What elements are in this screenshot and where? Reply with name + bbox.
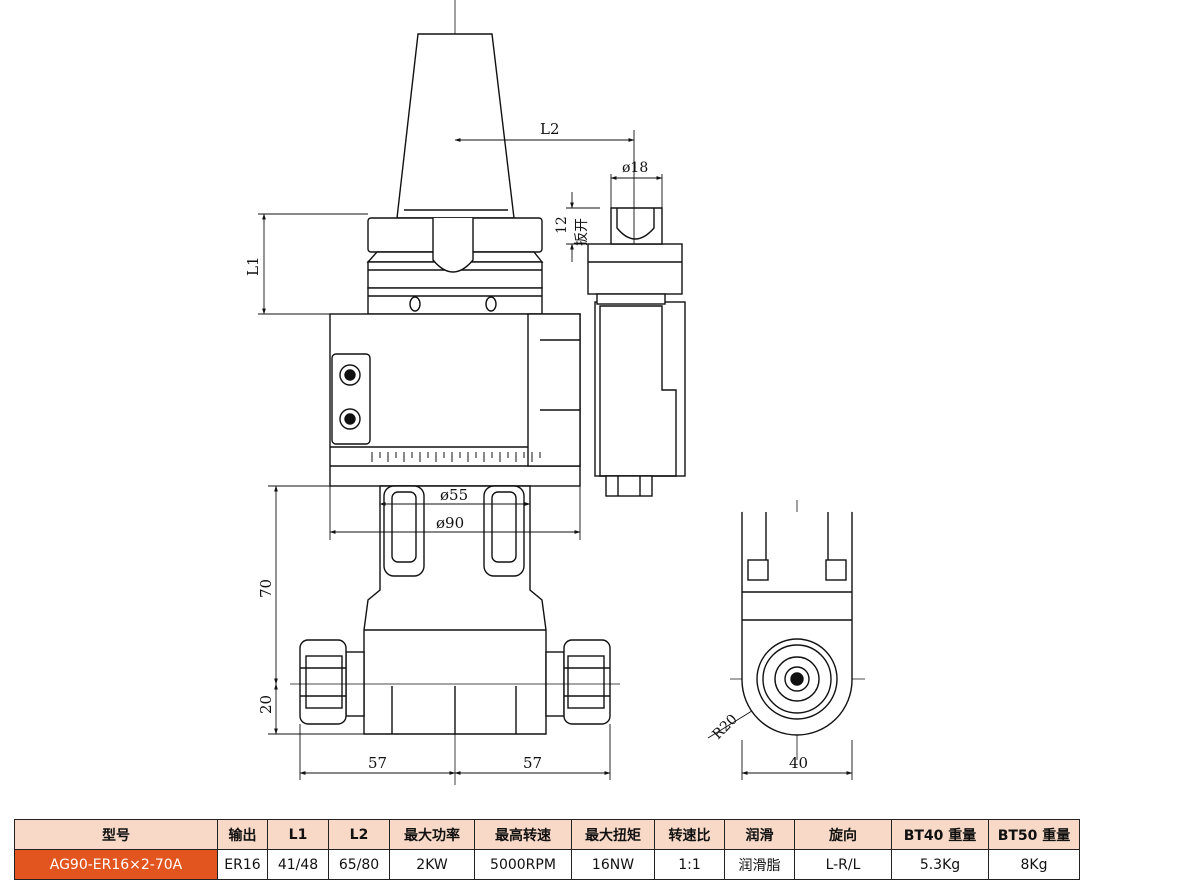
dim-d55-label: ø55 xyxy=(440,486,468,504)
cell-l1: 41/48 xyxy=(267,849,329,880)
dim-d18-label: ø18 xyxy=(622,160,648,176)
header-bt40-weight: BT40 重量 xyxy=(891,819,989,850)
spec-data-row: AG90-ER16×2-70A ER16 41/48 65/80 2KW 500… xyxy=(14,849,1080,880)
dim-70-label: 70 xyxy=(257,579,275,598)
cell-speed-ratio: 1:1 xyxy=(654,849,725,880)
header-max-speed: 最高转速 xyxy=(474,819,572,850)
side-view xyxy=(730,500,865,760)
header-output: 输出 xyxy=(217,819,268,850)
header-lubrication: 润滑 xyxy=(724,819,795,850)
header-l2: L2 xyxy=(328,819,390,850)
front-view xyxy=(290,0,686,785)
dim-r20-label: R20 xyxy=(710,711,741,742)
dim-l2-label: L2 xyxy=(540,120,560,138)
wrench-flat-label: 扳开 xyxy=(574,218,590,246)
cell-model: AG90-ER16×2-70A xyxy=(14,849,218,880)
dim-d90-label: ø90 xyxy=(436,514,464,532)
dim-40-label: 40 xyxy=(789,754,808,772)
cell-bt50-weight: 8Kg xyxy=(988,849,1080,880)
header-rotation: 旋向 xyxy=(794,819,892,850)
header-max-torque: 最大扭矩 xyxy=(571,819,655,850)
dim-57-left-label: 57 xyxy=(368,754,387,772)
cell-lubrication: 润滑脂 xyxy=(724,849,795,880)
header-model: 型号 xyxy=(14,819,218,850)
dim-l1-label: L1 xyxy=(244,256,262,276)
spec-header-row: 型号 输出 L1 L2 最大功率 最高转速 最大扭矩 转速比 润滑 旋向 BT4… xyxy=(14,819,1080,850)
technical-drawing: L2 L1 ø18 12 扳开 ø55 ø90 70 20 57 57 40 R… xyxy=(244,0,865,785)
dim-20-label: 20 xyxy=(257,695,275,714)
dim-57-right-label: 57 xyxy=(523,754,542,772)
dimension-lines xyxy=(258,130,853,780)
header-max-power: 最大功率 xyxy=(389,819,475,850)
cell-l2: 65/80 xyxy=(328,849,390,880)
dim-12-label: 12 xyxy=(554,216,570,234)
header-bt50-weight: BT50 重量 xyxy=(988,819,1080,850)
cell-max-torque: 16NW xyxy=(571,849,655,880)
scale-ticks xyxy=(371,452,541,462)
cell-output: ER16 xyxy=(217,849,268,880)
header-speed-ratio: 转速比 xyxy=(654,819,725,850)
spec-table: 型号 输出 L1 L2 最大功率 最高转速 最大扭矩 转速比 润滑 旋向 BT4… xyxy=(14,819,1080,880)
cell-bt40-weight: 5.3Kg xyxy=(891,849,989,880)
cell-max-speed: 5000RPM xyxy=(474,849,572,880)
cell-max-power: 2KW xyxy=(389,849,475,880)
cell-rotation: L-R/L xyxy=(794,849,892,880)
header-l1: L1 xyxy=(267,819,329,850)
